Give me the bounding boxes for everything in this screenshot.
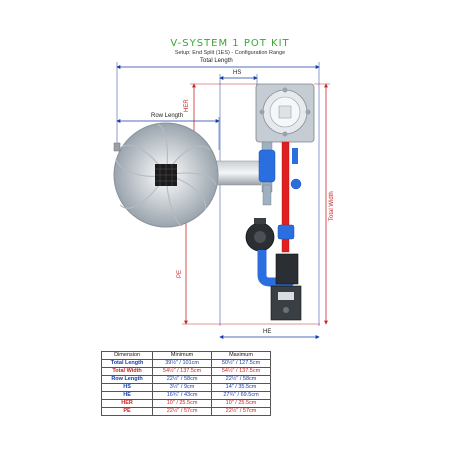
page-title: V-SYSTEM 1 POT KIT bbox=[170, 38, 290, 49]
table-header-minimum: Minimum bbox=[152, 351, 213, 360]
pe-label: PE bbox=[177, 269, 183, 278]
row-min: 3½" / 9cm bbox=[152, 383, 213, 392]
table-row: HS 3½" / 9cm 14" / 35.5cm bbox=[100, 383, 271, 392]
row-name: HER bbox=[100, 399, 154, 408]
row-min: 10" / 25.5cm bbox=[152, 399, 213, 408]
row-min: 22½" / 57cm bbox=[152, 407, 213, 416]
row-max: 50½" / 127.5cm bbox=[211, 359, 271, 368]
table-row: PE 22½" / 57cm 22½" / 57cm bbox=[100, 407, 271, 416]
page-subtitle: Setup: End Split (1ES) - Configuration R… bbox=[174, 50, 286, 56]
row-max: 14" / 35.5cm bbox=[211, 383, 271, 392]
row-name: Row Length bbox=[100, 375, 154, 384]
total-length-label: Total Length bbox=[200, 58, 233, 64]
row-min: 54½" / 137.5cm bbox=[152, 367, 213, 376]
row-max: 10" / 25.5cm bbox=[211, 399, 271, 408]
blue-valve-upper bbox=[258, 141, 302, 193]
red-supply-pipe bbox=[281, 141, 290, 253]
row-name: Total Width bbox=[100, 367, 154, 376]
reservoir-tank bbox=[255, 83, 315, 143]
blue-loop-pipe bbox=[257, 250, 295, 287]
hs-label: HS bbox=[233, 70, 242, 76]
row-max: 54½" / 137.5cm bbox=[211, 367, 271, 376]
her-label: HER bbox=[184, 99, 190, 112]
table-header-dimension: Dimension bbox=[100, 351, 154, 360]
table-row: Row Length 22½" / 58cm 22½" / 58cm bbox=[100, 375, 271, 384]
he-label: HE bbox=[263, 329, 272, 335]
row-name: HS bbox=[100, 383, 154, 392]
total-width-label: Total Width bbox=[329, 191, 335, 221]
total-length-dimension bbox=[116, 62, 320, 326]
row-length-label: Row Length bbox=[151, 113, 184, 119]
row-max: 22½" / 57cm bbox=[211, 407, 271, 416]
row-max: 27¾" / 69.5cm bbox=[211, 391, 271, 400]
dimension-table: Dimension Minimum Maximum Total Length 3… bbox=[100, 351, 271, 416]
row-name: PE bbox=[100, 407, 154, 416]
total-width-dimension bbox=[314, 83, 330, 325]
row-name: Total Length bbox=[100, 359, 154, 368]
table-header-maximum: Maximum bbox=[211, 351, 271, 360]
row-min: 22½" / 58cm bbox=[152, 375, 213, 384]
blue-tee bbox=[277, 224, 295, 240]
row-max: 22½" / 58cm bbox=[211, 375, 271, 384]
hs-dimension bbox=[219, 74, 258, 326]
table-row: Total Length 39½" / 101cm 50½" / 127.5cm bbox=[100, 359, 271, 368]
row-min: 16¾" / 43cm bbox=[152, 391, 213, 400]
controller-box bbox=[270, 253, 302, 321]
table-row: HER 10" / 25.5cm 10" / 25.5cm bbox=[100, 399, 271, 408]
table-row: HE 16¾" / 43cm 27¾" / 69.5cm bbox=[100, 391, 271, 400]
blue-return-pipe bbox=[262, 184, 272, 206]
pot-fitting bbox=[113, 142, 121, 152]
row-min: 39½" / 101cm bbox=[152, 359, 213, 368]
row-length-dimension bbox=[116, 117, 220, 150]
table-header-row: Dimension Minimum Maximum bbox=[100, 351, 271, 360]
row-name: HE bbox=[100, 391, 154, 400]
grow-pot bbox=[113, 122, 219, 228]
table-row: Total Width 54½" / 137.5cm 54½" / 137.5c… bbox=[100, 367, 271, 376]
pump bbox=[245, 218, 275, 252]
